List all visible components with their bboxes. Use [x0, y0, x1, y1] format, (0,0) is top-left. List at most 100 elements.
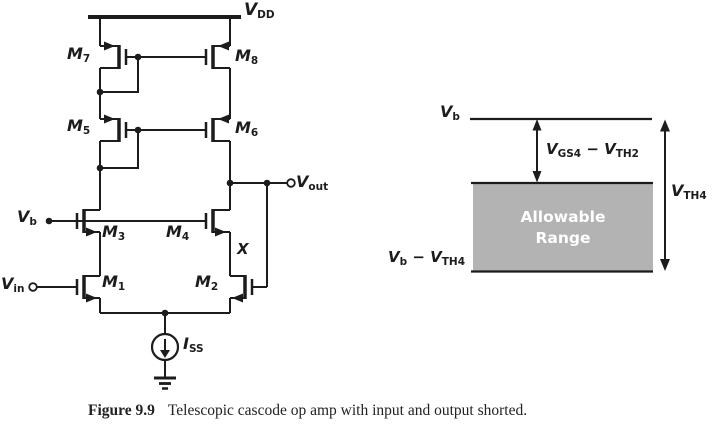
label-vout-sub: out — [308, 181, 329, 193]
label-vin: Vin — [1, 275, 24, 296]
source-arrow-icon — [218, 41, 229, 51]
transistor-m1 — [75, 275, 100, 303]
label-m5-sub: 5 — [82, 125, 91, 137]
vout-terminal — [286, 178, 296, 188]
lower-s2: TH4 — [441, 256, 466, 268]
label-m7: M7 — [67, 45, 90, 66]
label-vb: Vb — [17, 208, 37, 229]
label-m3-sub: 3 — [117, 231, 126, 243]
label-m6-sub: 6 — [250, 127, 259, 139]
vth4-main: V — [671, 181, 684, 200]
headroom-s2: TH2 — [615, 148, 639, 160]
vdd-power-rail — [88, 15, 241, 46]
vin-terminal — [28, 282, 38, 292]
source-arrow-icon — [86, 293, 97, 303]
label-m2: M2 — [195, 273, 218, 294]
label-m7-sub: 7 — [82, 53, 91, 65]
label-iss-main: I — [183, 334, 189, 353]
label-m5: M5 — [67, 117, 90, 138]
mirror-gate-wires — [100, 56, 206, 169]
headroom-s1: GS4 — [557, 148, 582, 160]
source-arrow-icon — [104, 41, 115, 51]
junction-dot — [263, 179, 271, 187]
label-m4: M4 — [166, 223, 189, 244]
label-m1-main: M — [102, 272, 118, 291]
allowable-range-box — [473, 184, 653, 271]
label-m1: M1 — [102, 273, 125, 294]
range-label-vb: Vb — [440, 103, 460, 124]
transistor-m7 — [100, 41, 138, 69]
label-node-x: X — [237, 241, 249, 258]
range-label-lower-bound: Vb − VTH4 — [388, 249, 465, 269]
allowable-range-line2: Range — [535, 228, 591, 247]
label-m8: M8 — [235, 47, 258, 68]
label-m2-sub: 2 — [210, 281, 219, 293]
allowable-range-line1: Allowable — [520, 207, 606, 226]
junction-dot — [134, 126, 142, 134]
transistor-m4 — [204, 209, 230, 237]
transistor-m8 — [204, 41, 230, 69]
label-m2-main: M — [195, 272, 211, 291]
junction-dot — [161, 309, 169, 317]
lower-op: − — [407, 248, 431, 266]
source-arrow-icon — [86, 227, 97, 237]
label-vin-main: V — [1, 274, 14, 293]
label-vb-sub: b — [29, 216, 37, 228]
transistor-m5 — [100, 114, 138, 142]
source-arrow-icon — [104, 114, 115, 124]
transistor-m2 — [230, 275, 267, 303]
label-m8-sub: 8 — [250, 55, 259, 67]
vth4-span-arrow-icon — [660, 119, 670, 271]
range-label-vb-main: V — [440, 102, 453, 121]
current-source-iss — [150, 332, 180, 362]
junction-dots — [45, 53, 271, 317]
headroom-v2: V — [604, 140, 616, 158]
label-vdd: VDD — [244, 1, 275, 22]
range-diagram — [470, 117, 670, 273]
label-iss-sub: SS — [188, 343, 204, 355]
range-label-vb-sub: b — [452, 111, 460, 123]
vb-terminal-dot — [45, 217, 53, 225]
range-label-vth4: VTH4 — [671, 182, 707, 203]
current-arrow-icon — [160, 350, 170, 358]
label-m1-sub: 1 — [117, 281, 126, 293]
figure-caption: Figure 9.9 Telescopic cascode op amp with… — [88, 402, 527, 420]
label-vb-main: V — [17, 207, 30, 226]
ground-icon — [154, 376, 176, 390]
source-arrow-icon — [215, 227, 226, 237]
label-vout-main: V — [296, 172, 309, 191]
junction-dot — [134, 53, 142, 61]
source-arrow-icon — [232, 293, 243, 303]
label-m3-main: M — [102, 222, 118, 241]
source-arrow-icon — [218, 114, 229, 124]
figure-caption-label: Figure 9.9 — [88, 402, 155, 419]
transistor-m3 — [75, 209, 100, 237]
lower-s1: b — [399, 256, 408, 268]
label-m8-main: M — [235, 46, 251, 65]
label-vdd-main: V — [244, 0, 258, 20]
allowable-range-text: Allowable Range — [473, 183, 653, 272]
headroom-op: − — [581, 140, 605, 158]
lower-v1: V — [388, 248, 400, 266]
vth4-sub: TH4 — [683, 190, 707, 202]
junction-dot — [226, 179, 234, 187]
label-m3: M3 — [102, 223, 125, 244]
label-m4-sub: 4 — [181, 231, 190, 243]
range-label-headroom: VGS4 − VTH2 — [546, 141, 639, 161]
transistor-m6 — [204, 114, 230, 142]
junction-dot — [96, 164, 104, 172]
label-vdd-sub: DD — [257, 9, 275, 21]
lower-v2: V — [430, 248, 442, 266]
label-vout: Vout — [296, 173, 328, 194]
junction-dot — [96, 88, 104, 96]
label-vin-sub: in — [13, 283, 25, 295]
label-iss: ISS — [183, 335, 204, 356]
figure-caption-text: Telescopic cascode op amp with input and… — [167, 402, 528, 419]
headroom-v1: V — [546, 140, 558, 158]
label-node-x-text: X — [237, 240, 249, 258]
headroom-arrow-icon — [532, 119, 542, 183]
label-m6: M6 — [235, 119, 258, 140]
label-m6-main: M — [235, 118, 251, 137]
label-m7-main: M — [67, 44, 83, 63]
